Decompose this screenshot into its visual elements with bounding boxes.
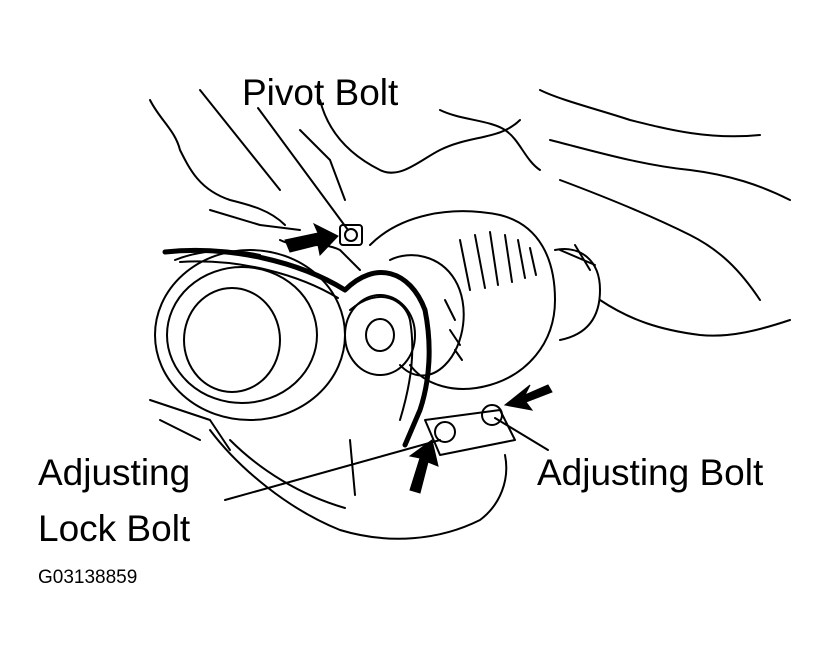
engine-outline-mid [439,109,541,171]
pivot-leader-2 [199,89,281,191]
adjusting-bolt-label: Adjusting Bolt [537,452,764,493]
alternator-rear-stud [559,244,596,271]
lock-bolt-arrow [408,439,439,494]
adjusting-lock-bolt [434,421,456,443]
idler-pulley [344,294,416,376]
alternator-vents [444,299,463,361]
pivot-leader [257,107,349,231]
adjusting-bolt-leader [494,417,549,451]
engine-outline-right3 [559,179,761,301]
adjusting-bracket [424,409,516,456]
crank-pulley-inner [183,287,281,393]
pivot-bolt-head [344,228,358,242]
drive-belt [162,247,432,448]
crank-pulley-mid [166,266,318,404]
drive-belt-inner [179,260,414,421]
alternator-fins [459,231,537,291]
engine-outline-left [149,99,286,226]
adjusting-bolt [481,404,503,426]
lower-bracket [149,399,231,451]
pivot-bolt [339,224,363,246]
figure-id: G03138859 [38,567,138,588]
engine-outline-right2 [549,139,791,201]
lower-housing-inner [229,439,356,509]
alternator-body [369,210,556,390]
alternator-rear [554,248,601,341]
adjusting-lock-bolt-label-line2: Lock Bolt [38,508,191,549]
lock-bolt-leader [224,439,441,501]
pivot-bolt-label: Pivot Bolt [242,72,399,113]
engine-outline-lower [599,299,791,337]
engine-outline-right [539,89,761,138]
engine-outline-top [319,99,521,174]
bracket-rib [209,129,346,231]
lower-housing [209,429,508,540]
pivot-arrow [284,222,339,257]
adjusting-lock-bolt-label-line1: Adjusting [38,452,191,493]
alternator-front [389,254,465,377]
adjusting-bolt-arrow [503,384,553,411]
idler-hub [365,318,395,352]
